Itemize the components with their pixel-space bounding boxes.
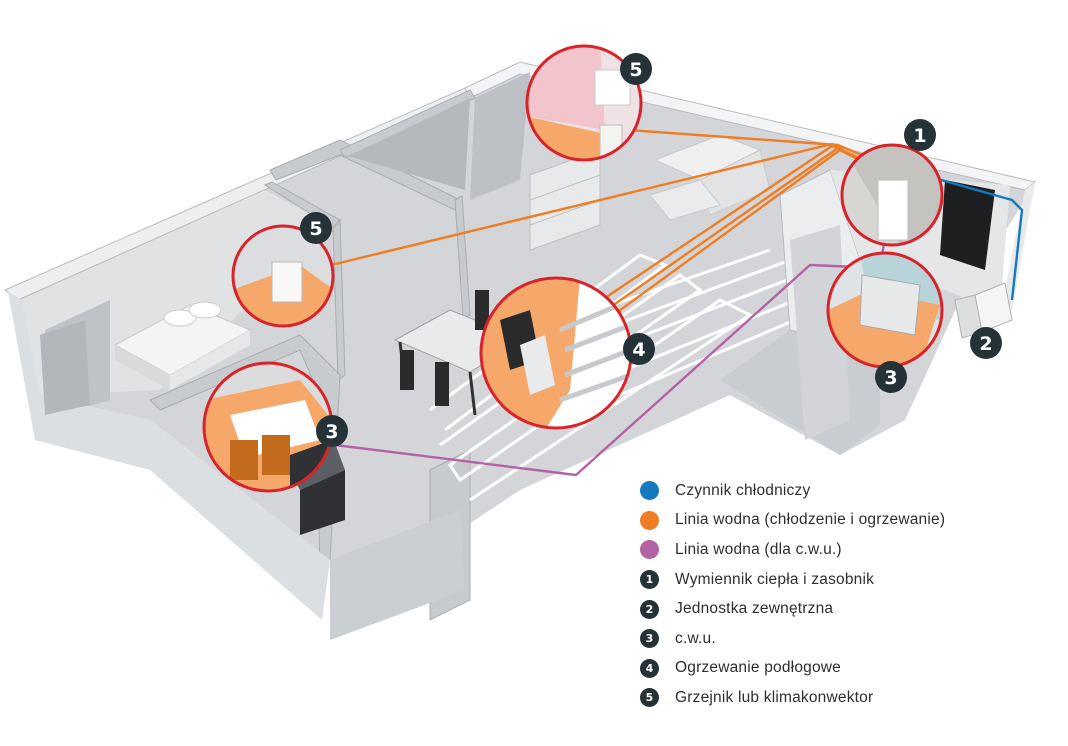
svg-text:3: 3 (884, 367, 897, 389)
number-badges: 1 2 3 3 4 5 5 (300, 53, 1002, 447)
bed (113, 301, 252, 390)
outer-wall-front-left (8, 292, 330, 620)
number-badge-3: 3 (640, 629, 659, 649)
legend-item-refrigerant: Czynnik chłodniczy (640, 476, 1060, 506)
legend-item-1: 1 Wymiennik ciepła i zasobnik (640, 565, 1060, 595)
legend-label: c.w.u. (675, 629, 716, 647)
svg-text:3: 3 (325, 421, 338, 443)
back-door (940, 180, 995, 270)
legend-item-3: 3 c.w.u. (640, 624, 1060, 654)
svg-text:4: 4 (632, 339, 645, 361)
badge-3-kitchen: 3 (316, 415, 348, 447)
legend-label: Ogrzewanie podłogowe (675, 659, 841, 677)
callout-magnifiers (202, 44, 944, 493)
wall-windows (40, 320, 90, 415)
dhw-line-color-dot (640, 540, 659, 560)
refrigerant-color-dot (640, 481, 659, 501)
outdoor-unit (954, 282, 1013, 339)
back-room-mid (470, 72, 530, 200)
legend-item-5: 5 Grzejnik lub klimakonwektor (640, 683, 1060, 713)
legend-label: Grzejnik lub klimakonwektor (675, 688, 874, 706)
callout-circle-heat-exchanger (840, 143, 944, 247)
legend-item-2: 2 Jednostka zewnętrzna (640, 594, 1060, 624)
legend-label: Linia wodna (chłodzenie i ogrzewanie) (675, 511, 946, 529)
badge-5-bedroom: 5 (300, 212, 332, 244)
legend-label: Czynnik chłodniczy (675, 481, 811, 499)
badge-2: 2 (970, 327, 1002, 359)
outer-wall-front (330, 510, 465, 640)
legend-label: Wymiennik ciepła i zasobnik (675, 570, 875, 588)
number-badge-4: 4 (640, 658, 659, 678)
svg-text:5: 5 (309, 218, 322, 240)
badge-5-top: 5 (620, 53, 652, 85)
number-badge-5: 5 (640, 688, 659, 708)
badge-4: 4 (623, 333, 655, 365)
svg-text:5: 5 (629, 59, 642, 81)
callout-circle-underfloor (479, 276, 633, 430)
water-line-color-dot (640, 510, 659, 530)
svg-text:1: 1 (913, 125, 926, 147)
callout-circle-kitchen (202, 361, 334, 493)
legend: Czynnik chłodniczy Linia wodna (chłodzen… (640, 476, 1060, 713)
legend-label: Linia wodna (dla c.w.u.) (675, 540, 842, 558)
legend-item-water-line: Linia wodna (chłodzenie i ogrzewanie) (640, 506, 1060, 536)
badge-1: 1 (904, 119, 936, 151)
legend-item-4: 4 Ogrzewanie podłogowe (640, 654, 1060, 684)
number-badge-2: 2 (640, 599, 659, 619)
badge-3-bathroom: 3 (875, 361, 907, 393)
back-room-left (345, 98, 470, 190)
living-room-furniture (529, 134, 771, 251)
svg-text:2: 2 (979, 333, 992, 355)
legend-item-dhw-line: Linia wodna (dla c.w.u.) (640, 535, 1060, 565)
inner-walls (149, 89, 476, 621)
number-badge-1: 1 (640, 570, 659, 590)
legend-label: Jednostka zewnętrzna (675, 600, 834, 618)
callout-circle-bathroom (826, 251, 944, 369)
